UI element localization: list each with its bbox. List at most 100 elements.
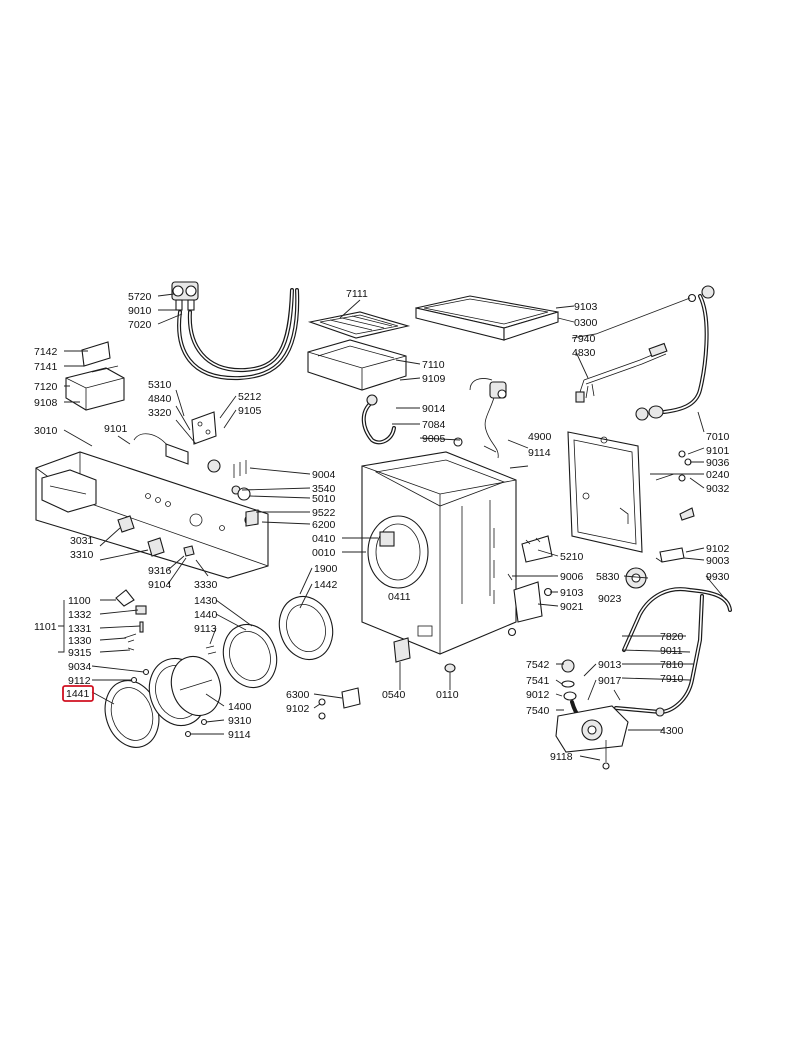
rear-panel-part xyxy=(567,431,695,553)
lower-small-parts xyxy=(318,637,456,720)
motor-filter-parts xyxy=(625,547,685,589)
label-9017: 9017 xyxy=(598,675,622,687)
label-1442: 1442 xyxy=(314,579,338,591)
label-3010: 3010 xyxy=(34,425,58,437)
top-cover-part xyxy=(415,295,559,341)
label-9102-bracket: 9102 xyxy=(286,703,310,715)
label-0540: 0540 xyxy=(382,689,406,701)
label-1100: 1100 xyxy=(68,595,91,607)
label-6300: 6300 xyxy=(286,689,310,701)
label-7020: 7020 xyxy=(128,319,152,331)
label-9103: 9103 xyxy=(574,301,598,313)
label-9101-rear: 9101 xyxy=(706,445,730,457)
label-9113: 9113 xyxy=(194,623,217,635)
label-7120: 7120 xyxy=(34,381,58,393)
label-5210: 5210 xyxy=(560,551,584,563)
label-4830: 4830 xyxy=(572,347,596,359)
label-0010: 0010 xyxy=(312,547,336,559)
label-9010: 9010 xyxy=(128,305,152,317)
label-9315: 9315 xyxy=(68,647,92,659)
label-9011: 9011 xyxy=(660,645,683,657)
label-7141: 7141 xyxy=(34,361,58,373)
part-number-labels: 5720 9010 7020 7111 9103 0300 7940 4830 … xyxy=(34,288,730,763)
label-9006: 9006 xyxy=(560,571,584,583)
label-1331: 1331 xyxy=(68,623,92,635)
label-5830: 5830 xyxy=(596,571,620,583)
label-0110: 0110 xyxy=(436,689,459,701)
label-1332: 1332 xyxy=(68,609,92,621)
label-9112: 9112 xyxy=(68,675,91,687)
label-0410: 0410 xyxy=(312,533,336,545)
cabinet-part xyxy=(361,451,517,655)
label-9930: 9930 xyxy=(706,571,730,583)
label-7541: 7541 xyxy=(526,675,550,687)
label-7110: 7110 xyxy=(422,359,445,371)
label-3031: 3031 xyxy=(70,535,94,547)
label-0240: 0240 xyxy=(706,469,730,481)
label-9114: 9114 xyxy=(528,447,551,459)
inlet-valve-part xyxy=(171,281,199,311)
highlight-box-1441 xyxy=(62,685,94,702)
wiring-harness-part xyxy=(575,342,668,403)
label-5720: 5720 xyxy=(128,291,152,303)
label-9013: 9013 xyxy=(598,659,622,671)
drain-pump-part xyxy=(555,659,629,770)
label-9310: 9310 xyxy=(228,715,252,727)
label-7084: 7084 xyxy=(422,419,446,431)
label-9522: 9522 xyxy=(312,507,336,519)
label-7810: 7810 xyxy=(660,659,684,671)
label-9108: 9108 xyxy=(34,397,58,409)
dispenser-hose-part xyxy=(361,394,463,447)
label-3320: 3320 xyxy=(148,407,172,419)
label-9036: 9036 xyxy=(706,457,730,469)
label-9105: 9105 xyxy=(238,405,262,417)
control-board-part xyxy=(133,411,221,473)
detergent-drawer-part xyxy=(65,341,125,411)
control-panel-part xyxy=(35,451,269,579)
label-1900: 1900 xyxy=(314,563,338,575)
label-7910: 7910 xyxy=(660,673,684,685)
label-1430: 1430 xyxy=(194,595,218,607)
inlet-hoses-part xyxy=(177,288,300,381)
label-3540: 3540 xyxy=(312,483,336,495)
label-3310: 3310 xyxy=(70,549,94,561)
label-7111: 7111 xyxy=(346,288,368,300)
selector-parts xyxy=(231,460,259,527)
label-9109: 9109 xyxy=(422,373,446,385)
label-9005: 9005 xyxy=(422,433,446,445)
label-5212: 5212 xyxy=(238,391,262,403)
label-9023: 9023 xyxy=(598,593,622,605)
label-9034: 9034 xyxy=(68,661,92,673)
label-9032: 9032 xyxy=(706,483,730,495)
label-9316: 9316 xyxy=(148,565,172,577)
label-5310: 5310 xyxy=(148,379,172,391)
label-9101: 9101 xyxy=(104,423,128,435)
label-7820: 7820 xyxy=(660,631,684,643)
label-7010: 7010 xyxy=(706,431,730,443)
label-9103-cabinet: 9103 xyxy=(560,587,584,599)
label-7940: 7940 xyxy=(572,333,596,345)
label-7542: 7542 xyxy=(526,659,550,671)
label-5010: 5010 xyxy=(312,493,336,505)
label-1441: 1441 xyxy=(66,688,90,700)
label-1440: 1440 xyxy=(194,609,218,621)
label-4900: 4900 xyxy=(528,431,552,443)
label-4300: 4300 xyxy=(660,725,684,737)
dispenser-housing-part xyxy=(307,311,411,391)
drain-pipe-part xyxy=(614,587,732,717)
door-assembly-parts xyxy=(104,595,334,748)
pressure-switch-part xyxy=(469,378,507,459)
label-0411: 0411 xyxy=(388,591,411,603)
label-7142: 7142 xyxy=(34,346,58,358)
label-7540: 7540 xyxy=(526,705,550,717)
label-9118: 9118 xyxy=(550,751,573,763)
label-6200: 6200 xyxy=(312,519,336,531)
label-9012: 9012 xyxy=(526,689,550,701)
label-4840: 4840 xyxy=(148,393,172,405)
label-1101: 1101 xyxy=(34,621,57,633)
label-0300: 0300 xyxy=(574,317,598,329)
label-9104: 9104 xyxy=(148,579,172,591)
label-9014: 9014 xyxy=(422,403,446,415)
cabinet-hardware-parts xyxy=(507,535,553,637)
